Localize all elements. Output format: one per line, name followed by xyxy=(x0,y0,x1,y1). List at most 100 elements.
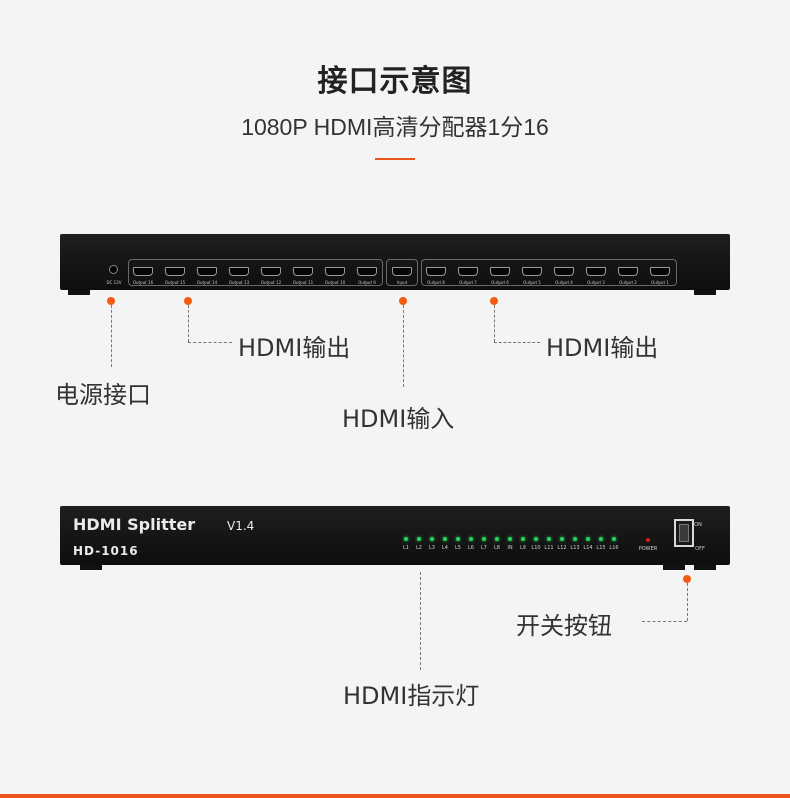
callout-hdmi-indicator: HDMI指示灯 xyxy=(343,682,480,710)
device-foot xyxy=(694,565,716,570)
power-led-label: POWER xyxy=(638,546,658,552)
led-label: L3 xyxy=(429,545,435,551)
leader-line xyxy=(111,305,112,367)
page-subtitle: 1080P HDMI高清分配器1分16 xyxy=(241,114,549,140)
output-port-label: Output 2 xyxy=(619,280,637,285)
output-left-marker xyxy=(184,297,192,305)
splitter-front-panel xyxy=(60,506,730,565)
output-port-label: Output 5 xyxy=(523,280,541,285)
callout-hdmi-input: HDMI输入 xyxy=(342,405,455,433)
dc-power-label: DC 12V xyxy=(106,280,122,285)
input-group xyxy=(386,259,418,286)
switch-on-label: ON xyxy=(694,522,702,528)
hdmi-output-port xyxy=(618,267,638,276)
hdmi-output-port xyxy=(357,267,377,276)
output-port-label: Output 16 xyxy=(132,280,154,285)
leader-line xyxy=(494,305,495,342)
dc-power-jack xyxy=(109,265,118,274)
led-label: IN xyxy=(507,545,513,551)
hdmi-output-port xyxy=(522,267,542,276)
hdmi-status-led xyxy=(599,537,603,541)
led-label: L10 xyxy=(531,545,541,551)
device-foot xyxy=(694,290,716,295)
output-port-label: Output 14 xyxy=(196,280,218,285)
output-port-label: Output 7 xyxy=(459,280,477,285)
leader-line xyxy=(494,342,540,343)
switch-rocker[interactable] xyxy=(679,524,689,542)
led-label: L2 xyxy=(416,545,422,551)
output-right-marker xyxy=(490,297,498,305)
callout-hdmi-output-right: HDMI输出 xyxy=(546,334,659,362)
output-port-label: Output 6 xyxy=(491,280,509,285)
hdmi-output-port xyxy=(554,267,574,276)
hdmi-status-led xyxy=(508,537,512,541)
hdmi-output-port xyxy=(197,267,217,276)
hdmi-status-led xyxy=(456,537,460,541)
leader-line xyxy=(403,305,404,387)
output-port-label: Output 1 xyxy=(651,280,669,285)
switch-marker xyxy=(683,575,691,583)
hdmi-status-led xyxy=(612,537,616,541)
led-label: L6 xyxy=(468,545,474,551)
switch-off-label: OFF xyxy=(695,546,705,552)
hdmi-output-port xyxy=(261,267,281,276)
output-port-label: Output 11 xyxy=(292,280,314,285)
splitter-back-panel xyxy=(60,234,730,290)
hdmi-status-led xyxy=(443,537,447,541)
output-port-label: Output 9 xyxy=(358,280,376,285)
hdmi-output-port xyxy=(458,267,478,276)
device-foot xyxy=(80,565,102,570)
device-foot xyxy=(68,290,90,295)
output-port-label: Output 4 xyxy=(555,280,573,285)
hdmi-output-port xyxy=(650,267,670,276)
hdmi-status-led xyxy=(469,537,473,541)
input-port-label: Input xyxy=(396,280,408,285)
output-port-label: Output 3 xyxy=(587,280,605,285)
hdmi-status-led xyxy=(417,537,421,541)
led-label: L4 xyxy=(442,545,448,551)
hdmi-status-led xyxy=(430,537,434,541)
leader-line xyxy=(420,572,421,670)
device-foot xyxy=(663,565,685,570)
hdmi-status-led xyxy=(534,537,538,541)
led-label: L15 xyxy=(596,545,606,551)
hdmi-output-port xyxy=(133,267,153,276)
hdmi-output-port xyxy=(586,267,606,276)
hdmi-status-led xyxy=(547,537,551,541)
led-label: L5 xyxy=(455,545,461,551)
hdmi-status-led xyxy=(573,537,577,541)
callout-power-port: 电源接口 xyxy=(55,381,151,409)
hdmi-status-led xyxy=(521,537,525,541)
power-led xyxy=(646,538,650,542)
output-port-label: Output 12 xyxy=(260,280,282,285)
page-title: 接口示意图 xyxy=(317,64,473,99)
title-divider xyxy=(375,158,415,160)
hdmi-input-port xyxy=(392,267,412,276)
input-marker xyxy=(399,297,407,305)
led-label: L14 xyxy=(583,545,593,551)
led-label: L12 xyxy=(557,545,567,551)
hdmi-status-led xyxy=(482,537,486,541)
output-port-label: Output 8 xyxy=(427,280,445,285)
power-port-marker xyxy=(107,297,115,305)
led-label: L1 xyxy=(403,545,409,551)
model-label: HD-1016 xyxy=(73,544,139,558)
hdmi-output-port xyxy=(325,267,345,276)
brand-label: HDMI Splitter xyxy=(73,515,196,534)
leader-line xyxy=(188,342,232,343)
output-port-label: Output 10 xyxy=(324,280,346,285)
callout-hdmi-output-left: HDMI输出 xyxy=(238,334,351,362)
output-port-label: Output 15 xyxy=(164,280,186,285)
hdmi-output-port xyxy=(490,267,510,276)
hdmi-output-port xyxy=(229,267,249,276)
power-switch[interactable] xyxy=(674,519,694,547)
output-port-label: Output 13 xyxy=(228,280,250,285)
hdmi-status-led xyxy=(560,537,564,541)
hdmi-status-led xyxy=(404,537,408,541)
led-label: L8 xyxy=(494,545,500,551)
output-group-right xyxy=(421,259,677,286)
led-label: L16 xyxy=(609,545,619,551)
hdmi-status-led xyxy=(495,537,499,541)
version-label: V1.4 xyxy=(227,519,255,533)
leader-line xyxy=(642,621,687,622)
